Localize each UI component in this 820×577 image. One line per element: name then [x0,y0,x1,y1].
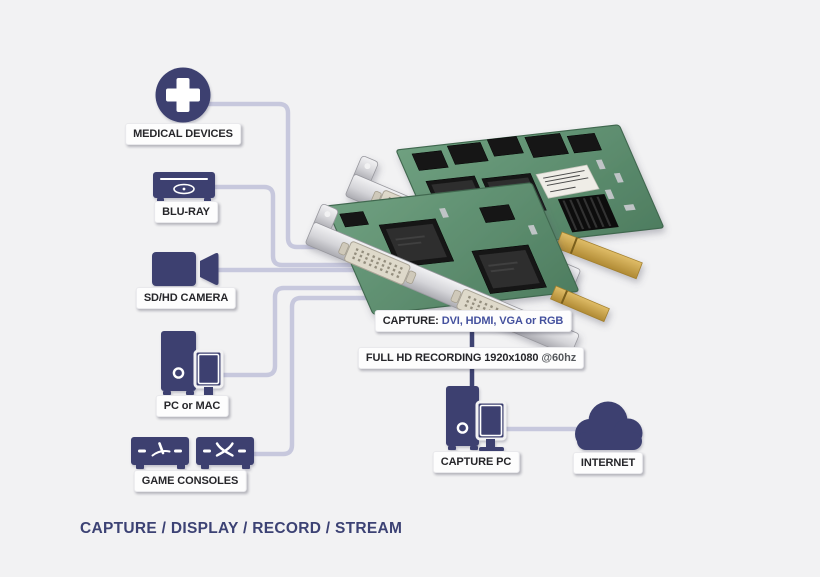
barcode-sticker [535,164,600,199]
label-capture-pc: CAPTURE PC [432,451,520,473]
capture-pc-icon [446,386,507,452]
pcie-edge-connector [550,285,610,323]
label-capture-formats: CAPTURE: DVI, HDMI, VGA or RGB [374,310,572,332]
video-camera-icon [152,252,219,286]
label-sd-hd-camera: SD/HD CAMERA [135,287,237,309]
heatsink [557,193,619,233]
wire-pc-to-card [220,285,503,378]
dvi-connector [338,241,417,285]
label-pc-or-mac: PC or MAC [155,395,229,417]
label-full-hd-recording: FULL HD RECORDING 1920x1080 @60hz [357,347,585,369]
wire-bluray-to-card [211,184,423,268]
label-internet: INTERNET [572,452,644,474]
label-medical-devices: MEDICAL DEVICES [125,123,241,145]
wire-medical-to-card [203,101,403,250]
wire-consoles-to-card [249,295,508,457]
tagline: CAPTURE / DISPLAY / RECORD / STREAM [80,520,403,537]
label-blu-ray: BLU-RAY [154,201,218,223]
bluray-player-icon [153,172,215,202]
pcie-edge-connector [555,231,643,280]
medical-cross-icon [155,67,211,123]
desktop-computer-icon [161,331,224,400]
xbox-console-icon [196,437,254,469]
cloud-icon [575,401,643,450]
label-game-consoles: GAME CONSOLES [133,470,247,492]
playstation-console-icon [131,437,189,469]
